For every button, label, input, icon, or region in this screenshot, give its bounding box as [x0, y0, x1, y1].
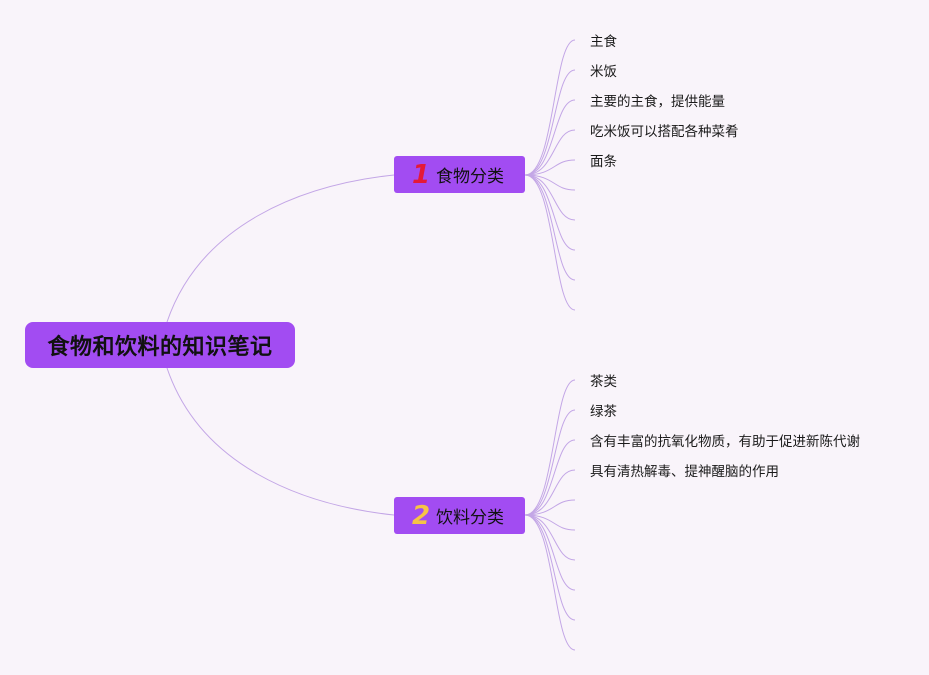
branch-to-leaf-connector: [524, 99, 576, 176]
branch-to-leaf-connector: [524, 514, 576, 591]
branch-to-leaf-connector: [524, 469, 576, 516]
branch-to-leaf-connector: [524, 174, 576, 221]
leaf-topic[interactable]: 主要的主食，提供能量: [590, 94, 725, 110]
branch-to-leaf-connector: [524, 514, 576, 651]
branch-to-leaf-connector: [524, 159, 576, 176]
branch-to-leaf-connector: [524, 409, 576, 516]
leaf-topic[interactable]: 绿茶: [590, 404, 617, 420]
root-to-drink-connector: [166, 367, 395, 516]
root-topic-label: 食物和饮料的知识笔记: [47, 335, 273, 360]
branch-to-leaf-connector: [524, 174, 576, 251]
leaf-topic[interactable]: 具有清热解毒、提神醒脑的作用: [590, 464, 779, 480]
branch-to-leaf-connector: [524, 39, 576, 176]
branch-drink-label: 饮料分类: [436, 508, 504, 528]
branch-food-label: 食物分类: [436, 167, 504, 187]
branch-food-category[interactable]: 1 食物分类: [394, 156, 525, 193]
branch-to-leaf-connector: [524, 514, 576, 531]
branch-to-leaf-connector: [524, 379, 576, 516]
leaf-topic[interactable]: 含有丰富的抗氧化物质，有助于促进新陈代谢: [590, 434, 860, 450]
leaf-topic[interactable]: 茶类: [590, 374, 617, 390]
branch-to-leaf-connector: [524, 439, 576, 516]
root-topic-node[interactable]: 食物和饮料的知识笔记: [25, 322, 295, 368]
leaf-topic[interactable]: 吃米饭可以搭配各种菜肴: [590, 124, 739, 140]
branch-to-leaf-connector: [524, 69, 576, 176]
branch-to-leaf-connector: [524, 174, 576, 191]
branch-to-leaf-connector: [524, 129, 576, 176]
branch-to-leaf-connector: [524, 499, 576, 516]
branch-drink-category[interactable]: 2 饮料分类: [394, 497, 525, 534]
root-to-food-connector: [166, 174, 395, 323]
leaf-topic[interactable]: 面条: [590, 154, 617, 170]
priority-1-icon: 1: [411, 159, 431, 190]
branch-to-leaf-connector: [524, 174, 576, 311]
leaf-topic[interactable]: 主食: [590, 34, 617, 50]
priority-2-icon: 2: [411, 500, 431, 531]
leaf-topic[interactable]: 米饭: [590, 64, 617, 80]
branch-to-leaf-connector: [524, 514, 576, 561]
